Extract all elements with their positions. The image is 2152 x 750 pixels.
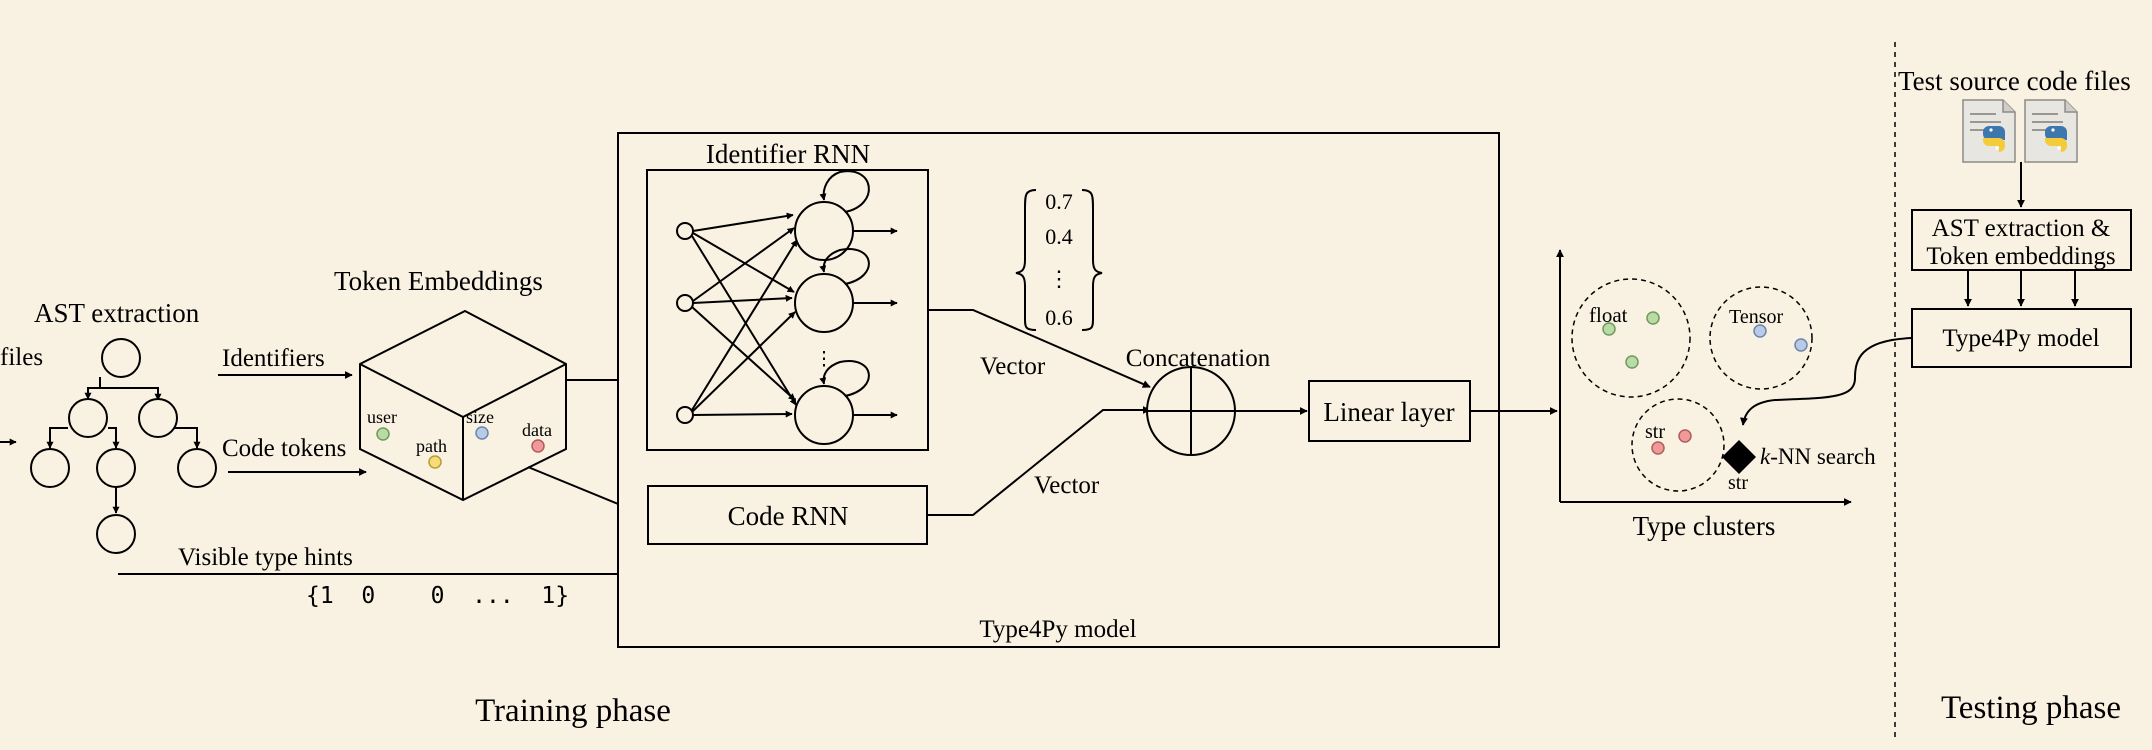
embed-size-dot xyxy=(475,426,489,440)
embedding-cube xyxy=(359,309,567,502)
linear-layer-label: Linear layer xyxy=(1323,397,1454,427)
test-ast-box xyxy=(1911,209,2132,271)
knn-k: k xyxy=(1760,444,1771,469)
model-to-knn-arrow xyxy=(1739,337,1913,426)
token-embeddings: Token Embeddings user path size data xyxy=(334,266,646,516)
token-embeddings-title: Token Embeddings xyxy=(334,266,543,296)
ast-node xyxy=(96,514,136,554)
vector-value: ⋮ xyxy=(1048,266,1070,291)
query-type-label: str xyxy=(1728,472,1748,494)
ast-node xyxy=(96,448,136,488)
code-to-concat-arrow xyxy=(928,406,1151,516)
type4py-model-box: Type4Py model Identifier RNN xyxy=(617,132,1500,648)
embed-user-dot xyxy=(376,427,390,441)
cluster-tensor xyxy=(1709,286,1813,390)
visible-type-hints-label: Visible type hints xyxy=(178,544,353,571)
files-label: files xyxy=(0,344,43,371)
ast-tree xyxy=(30,338,217,554)
rnn-ellipsis: ⋮ xyxy=(815,349,834,370)
testing-section: Test source code files AST extraction & … xyxy=(1739,66,2132,726)
code-rnn-title: Code RNN xyxy=(728,501,849,531)
cluster-float xyxy=(1571,278,1691,398)
type-clusters-title: Type clusters xyxy=(1633,511,1776,541)
ast-node xyxy=(68,398,108,438)
cluster-str-label: str xyxy=(1645,421,1665,443)
ast-section: files AST extraction Identifiers Code to… xyxy=(0,298,1191,609)
knn-rest: -NN search xyxy=(1770,444,1876,469)
embed-user-label: user xyxy=(367,407,397,427)
cluster-str xyxy=(1631,398,1725,492)
code-rnn-box xyxy=(647,485,928,545)
test-source-files-label: Test source code files xyxy=(1898,66,2131,96)
ast-node xyxy=(177,448,217,488)
type-hints-vector: {1 0 0 ... 1} xyxy=(306,583,569,609)
query-diamond xyxy=(1722,440,1756,474)
test-ast-line2: Token embeddings xyxy=(1926,243,2115,270)
code-tokens-label: Code tokens xyxy=(222,435,346,462)
ast-node xyxy=(138,398,178,438)
vector-display: 0.7 0.4 ⋮ 0.6 xyxy=(1015,189,1103,331)
python-file-icon xyxy=(2024,99,2078,163)
ast-node xyxy=(30,448,70,488)
identifier-to-concat-arrow xyxy=(928,309,1151,388)
vector-label-identifier: Vector xyxy=(980,353,1046,380)
embed-path-dot xyxy=(428,455,442,469)
vector-value: 0.6 xyxy=(1045,305,1073,330)
ast-node xyxy=(101,338,141,378)
vector-label-code: Vector xyxy=(1034,472,1100,499)
training-phase-label: Training phase xyxy=(475,693,671,729)
model-title: Type4Py model xyxy=(979,616,1136,643)
ast-extraction-label: AST extraction xyxy=(34,298,200,328)
knn-search-label: k-NN search xyxy=(1760,444,1876,469)
linear-layer-box xyxy=(1308,380,1471,442)
rnn-network: ⋮ xyxy=(676,170,898,445)
embed-path-label: path xyxy=(416,436,447,456)
test-model-label: Type4Py model xyxy=(1942,325,2099,352)
embed-data-dot xyxy=(531,439,545,453)
cluster-tensor-label: Tensor xyxy=(1729,306,1783,328)
identifier-rnn-title: Identifier RNN xyxy=(706,139,870,169)
identifiers-label: Identifiers xyxy=(222,345,325,372)
embed-size-label: size xyxy=(466,407,494,427)
type-clusters: Type clusters float Tensor str str k-NN … xyxy=(1556,249,1876,541)
embed-data-label: data xyxy=(522,420,552,440)
test-model-box xyxy=(1911,308,2132,368)
test-ast-line1: AST extraction & xyxy=(1932,215,2111,242)
vector-value: 0.7 xyxy=(1045,189,1073,214)
testing-phase-label: Testing phase xyxy=(1941,690,2121,726)
vector-value: 0.4 xyxy=(1045,224,1073,249)
python-file-icon xyxy=(1962,99,2016,163)
